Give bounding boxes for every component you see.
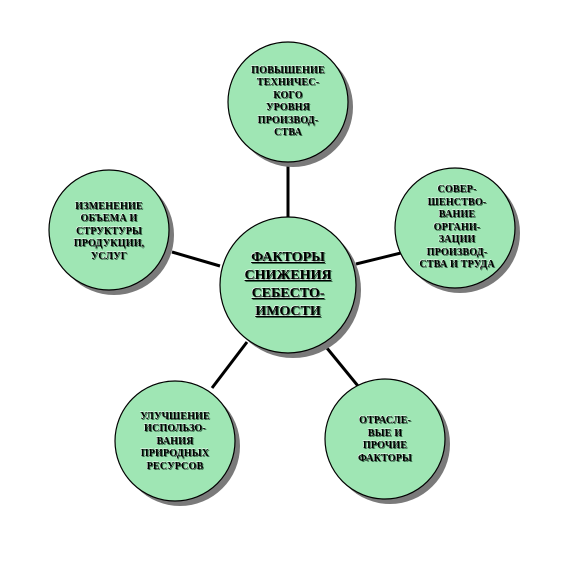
node-circle-bottom-left xyxy=(114,380,236,502)
node-right-label: СОВЕР- ШЕНСТВО- ВАНИЕ ОРГАНИ- ЗАЦИИ ПРОИ… xyxy=(419,184,495,271)
node-circle-center xyxy=(219,216,357,354)
node-top-label: ПОВЫШЕНИЕ ТЕХНИЧЕС- КОГО УРОВНЯ ПРОИЗВОД… xyxy=(251,64,325,139)
node-left-label: ИЗМЕНЕНИЕ ОБЪЕМА И СТРУКТУРЫ ПРОДУКЦИИ, … xyxy=(73,200,145,262)
node-bottom-left-label: УЛУЧШЕНИЕ ИСПОЛЬЗО- ВАНИЯ ПРИРОДНЫХ РЕСУ… xyxy=(140,410,210,472)
node-circle-left xyxy=(48,169,170,291)
connectors xyxy=(171,163,406,389)
center-label: ФАКТОРЫ СНИЖЕНИЯ СЕБЕСТО- ИМОСТИ xyxy=(244,249,332,320)
node-circle-bottom-right xyxy=(324,378,446,500)
node-circles xyxy=(48,41,516,502)
connector-right xyxy=(355,250,406,266)
connector-left xyxy=(171,250,221,268)
node-bottom-right-label: ОТРАСЛЕ- ВЫЕ И ПРОЧИЕ ФАКТОРЫ xyxy=(357,415,413,464)
connector-bottom-right xyxy=(320,341,360,387)
node-circle-top xyxy=(227,41,349,163)
connector-bottom-left xyxy=(210,341,249,389)
node-circle-right xyxy=(394,167,516,289)
